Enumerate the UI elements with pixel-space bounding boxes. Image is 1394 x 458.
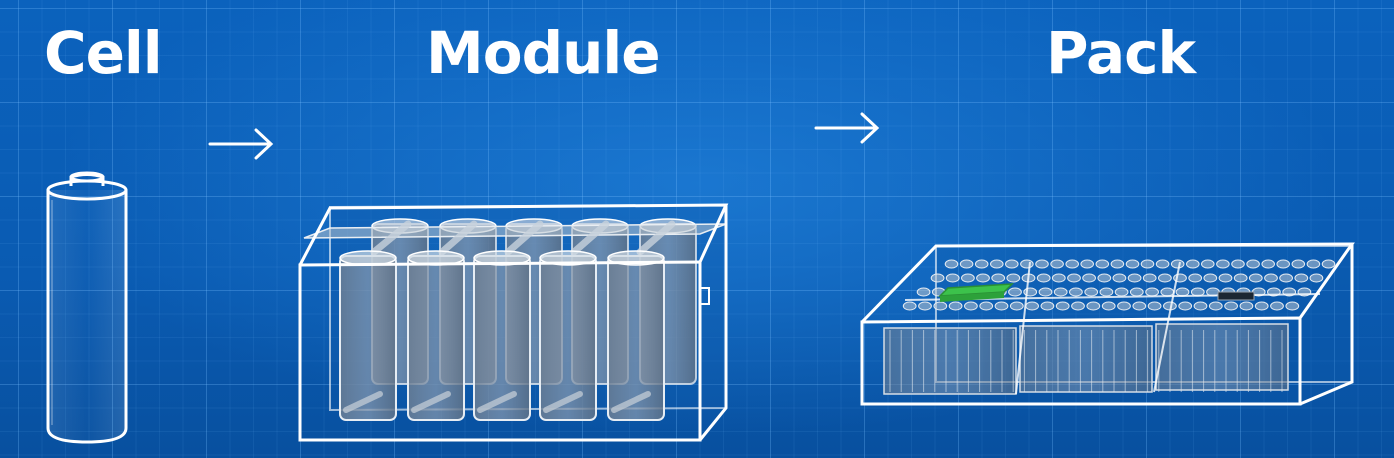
pack-cell-top bbox=[944, 259, 959, 269]
pack-cell-top bbox=[1055, 301, 1070, 311]
pack-cell-top bbox=[1254, 301, 1269, 311]
pack-cell-top bbox=[902, 301, 917, 311]
pack-cell-top bbox=[991, 273, 1006, 283]
cell-label: Cell bbox=[44, 19, 163, 87]
pack-cell-top bbox=[1129, 287, 1144, 297]
pack-cell-top bbox=[1142, 273, 1157, 283]
pack-cell-top bbox=[1040, 301, 1055, 311]
pack-cell-top bbox=[1224, 301, 1238, 311]
pack-cell-top bbox=[1097, 273, 1112, 283]
pack-cell-top bbox=[1110, 259, 1125, 269]
pack-cell-top bbox=[1117, 301, 1131, 311]
pack-cell-top bbox=[1125, 259, 1140, 269]
battery-module bbox=[298, 203, 729, 442]
pack-cell-top bbox=[1246, 259, 1260, 269]
pack-cell-top bbox=[1201, 259, 1215, 269]
pack-cell-top bbox=[974, 259, 989, 269]
pack-cell-top bbox=[1067, 273, 1081, 283]
pack-cell-top bbox=[1099, 287, 1114, 297]
pack-cell-top bbox=[945, 273, 960, 283]
pack-cell-top bbox=[994, 301, 1009, 311]
pack-cell-top bbox=[976, 273, 990, 283]
pack-cell-top bbox=[1071, 301, 1085, 311]
pack-cell-top bbox=[1009, 301, 1024, 311]
pack-cell-top bbox=[1101, 301, 1116, 311]
pack-cell-top bbox=[1188, 273, 1203, 283]
pack-cell-top bbox=[1155, 259, 1170, 269]
pack-cell-top bbox=[1279, 273, 1293, 283]
pack-cell-top bbox=[964, 301, 978, 311]
pack-cell-top bbox=[1095, 259, 1110, 269]
pack-cell-top bbox=[1216, 259, 1230, 269]
pack-cell-top bbox=[1306, 259, 1321, 269]
pack-cell-top bbox=[948, 301, 963, 311]
pack-cell-top bbox=[1035, 259, 1049, 269]
pack-cell-top bbox=[1069, 287, 1083, 297]
pack-cell-top bbox=[1114, 287, 1129, 297]
pack-cell-top bbox=[1020, 259, 1034, 269]
pack-cell-top bbox=[1051, 273, 1066, 283]
pack-cell-top bbox=[1261, 259, 1275, 269]
pack-cell-top bbox=[990, 259, 1004, 269]
pack-cell-top bbox=[1186, 259, 1200, 269]
pack-cell-top bbox=[1170, 259, 1185, 269]
chip-icon bbox=[1217, 291, 1255, 301]
pack-cell-top bbox=[1231, 259, 1245, 269]
pack-cell-top bbox=[1178, 301, 1193, 311]
pack-cell-top bbox=[1006, 273, 1021, 283]
pack-cell-top bbox=[930, 273, 945, 283]
pack-cell-top bbox=[1080, 259, 1094, 269]
pack-cell-top bbox=[1065, 259, 1079, 269]
pack-cell-top bbox=[1082, 273, 1096, 283]
pack-cell-top bbox=[1140, 259, 1155, 269]
pack-cell-top bbox=[916, 287, 931, 297]
pack-cell-top bbox=[1147, 301, 1162, 311]
pack-cell-top bbox=[1005, 259, 1019, 269]
right-arrow-icon bbox=[208, 128, 274, 160]
pack-cell-top bbox=[1175, 287, 1190, 297]
pack-cell-top bbox=[961, 273, 975, 283]
single-cell bbox=[46, 171, 128, 444]
pack-cell-top bbox=[959, 259, 974, 269]
pack-cell-top bbox=[1158, 273, 1172, 283]
pack-cell-top bbox=[1160, 287, 1175, 297]
pack-cell-top bbox=[1264, 273, 1278, 283]
pack-cell-top bbox=[1239, 301, 1254, 311]
pack-cell-top bbox=[979, 301, 994, 311]
pack-cell-top bbox=[1248, 273, 1263, 283]
pack-cell-top bbox=[1233, 273, 1248, 283]
pack-cell-top bbox=[1112, 273, 1127, 283]
pack-cell-top bbox=[1218, 273, 1233, 283]
pack-cell-top bbox=[1145, 287, 1159, 297]
pack-cell-top bbox=[918, 301, 932, 311]
pack-cell-top bbox=[1203, 273, 1218, 283]
pack-label: Pack bbox=[1046, 19, 1196, 87]
pack-cell-top bbox=[1127, 273, 1142, 283]
pack-cell-top bbox=[1285, 301, 1300, 311]
pack-cell-top bbox=[1084, 287, 1099, 297]
pack-cell-top bbox=[1038, 287, 1053, 297]
pack-cell-top bbox=[1050, 259, 1064, 269]
pack-cell-top bbox=[1053, 287, 1068, 297]
pack-cell-top bbox=[1086, 301, 1101, 311]
pack-cell-top bbox=[1294, 273, 1309, 283]
pack-cell-top bbox=[1321, 259, 1336, 269]
battery-pack bbox=[860, 242, 1355, 406]
pack-cell-top bbox=[1132, 301, 1147, 311]
pack-cell-top bbox=[933, 301, 948, 311]
pack-cell-top bbox=[1270, 301, 1284, 311]
pack-cell-top bbox=[1008, 287, 1022, 297]
pack-cell-top bbox=[1208, 301, 1223, 311]
pack-cell-top bbox=[1291, 259, 1306, 269]
right-arrow-icon bbox=[814, 112, 880, 144]
pack-cell-top bbox=[1193, 301, 1208, 311]
pack-cell-top bbox=[1276, 259, 1290, 269]
pack-cell-top bbox=[1036, 273, 1051, 283]
module-label: Module bbox=[426, 19, 661, 87]
pack-cell-top bbox=[1309, 273, 1324, 283]
pack-cell-top bbox=[1025, 301, 1039, 311]
